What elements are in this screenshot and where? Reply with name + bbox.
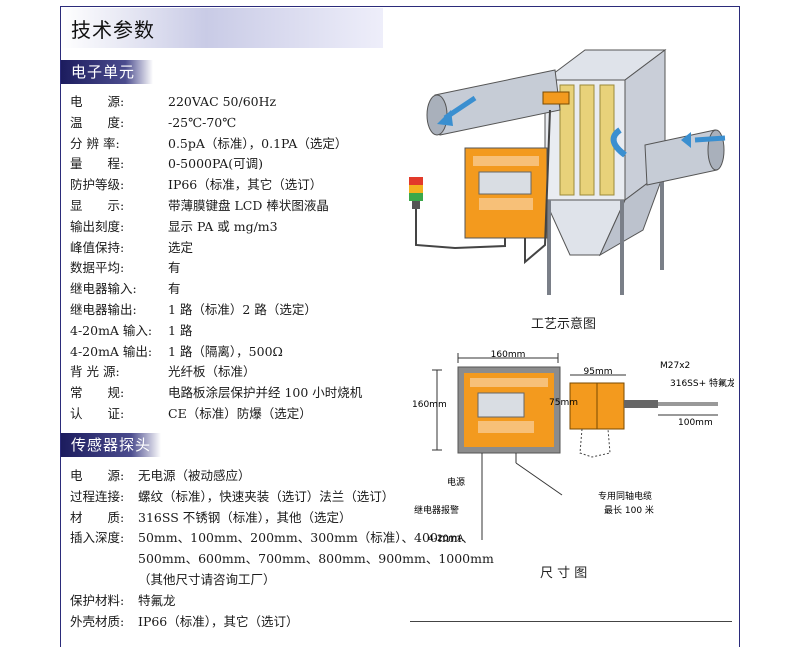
process-diagram-caption: 工艺示意图 [531, 317, 597, 332]
spec-value: CE（标准）防爆（选定） [168, 406, 312, 421]
section-title: 电子单元 [71, 63, 136, 81]
spec-label: 常 规: [70, 385, 125, 401]
spec-label: 材 质: [70, 509, 125, 525]
spec-label: 过程连接: [70, 488, 125, 504]
section-title: 传感器探头 [71, 436, 152, 454]
spec-value: 电路板涂层保护并经 100 小时烧机 [168, 385, 363, 401]
spec-label: 插入深度: [70, 530, 125, 546]
spec-value: 50mm、100mm、200mm、300mm（标准）、400mm、 [138, 530, 475, 546]
relay-label: 继电器报警 [414, 504, 459, 516]
spec-value: 500mm、600mm、700mm、800mm、900mm、1000mm [138, 551, 494, 567]
spec-value: 有 [168, 260, 181, 276]
probe-height-label: 75mm [549, 398, 578, 408]
spec-label: 继电器输出: [70, 302, 137, 317]
spec-value: 1 路（隔离），500Ω [168, 343, 283, 359]
spec-label: 外壳材质: [70, 613, 125, 629]
spec-value: 0-5000PA(可调) [168, 156, 264, 172]
spec-value: IP66（标准，其它（选订） [168, 177, 323, 193]
probe-cable [524, 109, 551, 265]
inlet-pipe [610, 127, 726, 186]
spec-label: 认 证: [70, 406, 125, 421]
cable-note-1: 专用同轴电缆 [598, 490, 652, 502]
power-label: 电源 [447, 476, 465, 488]
spec-value: 选定 [168, 239, 194, 255]
spec-label: 背 光 源: [70, 364, 120, 380]
spec-label: 数据平均: [70, 260, 125, 276]
spec-value: 有 [168, 281, 181, 297]
page-title: 技术参数 [71, 18, 155, 42]
process-diagram [409, 49, 726, 295]
title-bar [61, 8, 383, 48]
outlet-pipe [426, 69, 561, 136]
probe-length-label: 100mm [678, 418, 713, 428]
monitor-unit [464, 147, 548, 239]
dimension-diagram: 160mm 160mm 95mm 75mm M27x2 316SS+ 特氟龙 1… [412, 350, 734, 544]
spec-label: 继电器输入: [70, 281, 137, 297]
spec-label: 4-20mA 输入: [70, 322, 153, 338]
current-label: 4-20mA [428, 534, 464, 544]
divider [410, 621, 732, 622]
dimension-diagram-caption: 尺 寸 图 [540, 566, 588, 581]
spec-value: 无电源（被动感应） [138, 468, 251, 483]
spec-value: 显示 PA 或 mg/m3 [168, 218, 278, 234]
spec-value: 220VAC 50/60Hz [168, 94, 277, 109]
spec-label: 分 辨 率: [70, 135, 120, 151]
width-label: 160mm [491, 350, 526, 360]
page-frame [60, 6, 740, 647]
spec-label: 峰值保持: [70, 239, 125, 255]
spec-value: 1 路（标准）2 路（选定） [168, 302, 317, 317]
thread-label: M27x2 [660, 361, 690, 371]
spec-value: 带薄膜键盘 LCD 棒状图液晶 [168, 198, 329, 213]
spec-value: 螺纹（标准），快速夹装（选订）法兰（选订） [138, 488, 395, 504]
spec-label: 保护材料: [70, 592, 125, 608]
spec-value: 特氟龙 [138, 592, 176, 608]
spec-label: 4-20mA 输出: [70, 343, 153, 359]
spec-value: 1 路 [168, 322, 193, 338]
height-label: 160mm [412, 400, 447, 410]
section-header-electronics: 电子单元 [61, 60, 153, 84]
spec-label: 电 源: [70, 468, 125, 483]
spec-label: 显 示: [70, 198, 125, 213]
signal-cable [415, 209, 506, 250]
probe-width-label: 95mm [584, 367, 613, 377]
section-header-sensor: 传感器探头 [61, 433, 161, 457]
spec-value: -25℃-70℃ [168, 114, 237, 130]
spec-value: IP66（标准），其它（选订） [138, 613, 299, 629]
signal-light [409, 177, 423, 209]
spec-label: 量 程: [70, 156, 125, 172]
spec-value: 316SS 不锈钢（标准），其他（选定） [138, 509, 352, 525]
spec-value: 光纤板（标准） [168, 364, 256, 380]
spec-label: 输出刻度: [70, 218, 125, 234]
spec-value: 0.5pA（标准），0.1PA（选定） [168, 135, 348, 151]
spec-value: （其他尺寸请咨询工厂） [138, 572, 276, 587]
spec-label: 电 源: [70, 94, 125, 109]
sensor-probe [542, 91, 570, 105]
spec-label: 防护等级: [70, 177, 125, 193]
probe-material-label: 316SS+ 特氟龙 [670, 377, 734, 389]
cable-note-2: 最长 100 米 [604, 504, 654, 516]
spec-label: 温 度: [70, 114, 125, 130]
